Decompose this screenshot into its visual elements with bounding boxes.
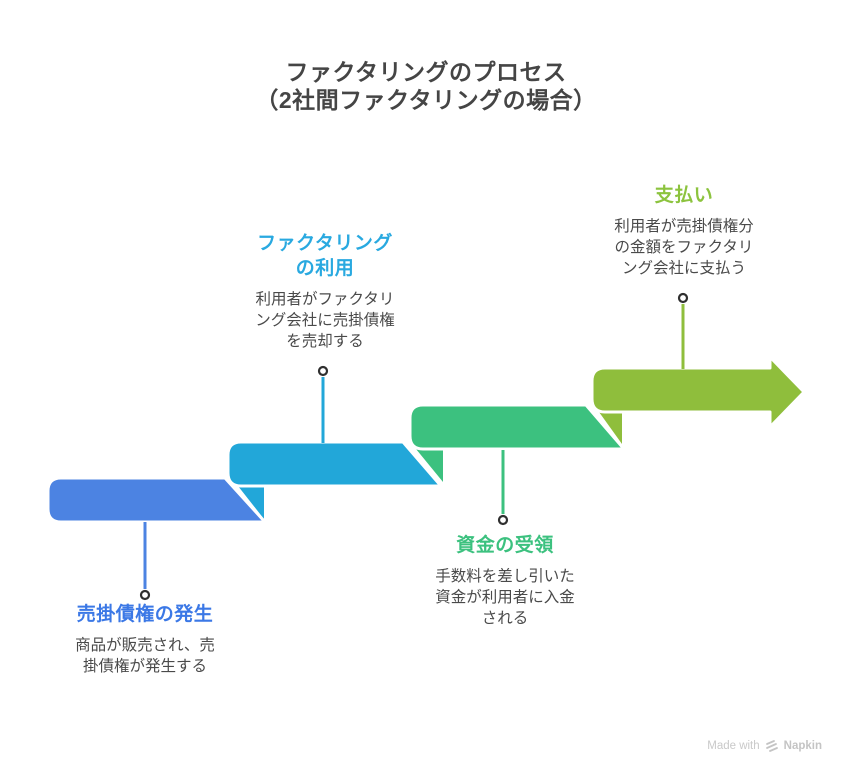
connector-dot-step-3: [497, 514, 509, 526]
step-3-heading: 資金の受領: [456, 535, 554, 556]
napkin-watermark[interactable]: Made with Napkin: [707, 739, 822, 752]
fold-triangle-step-3: [416, 449, 443, 482]
step-3-block: 資金の受領 手数料を差し引いた 資金が利用者に入金 される: [395, 533, 615, 629]
connector-dot-step-2: [317, 365, 329, 377]
step-1-heading: 売掛債権の発生: [76, 604, 214, 625]
step-4-block: 支払い 利用者が売掛債権分 の金額をファクタリ ング会社に支払う: [574, 183, 794, 279]
ribbon-step-1: [46, 476, 267, 524]
step-1-block: 売掛債権の発生 商品が販売され、売 掛債権が発生する: [35, 602, 255, 677]
step-4-description: 利用者が売掛債権分 の金額をファクタリ ング会社に支払う: [614, 218, 754, 277]
connector-dot-step-1: [139, 589, 151, 601]
step-4-heading: 支払い: [654, 185, 714, 206]
napkin-logo-icon: [765, 739, 779, 752]
ribbon-step-2: [226, 440, 443, 488]
connector-dot-step-4: [677, 292, 689, 304]
footer-brand-label: Napkin: [783, 739, 822, 752]
step-1-description: 商品が販売され、売 掛債権が発生する: [75, 637, 215, 675]
ribbon-step-4-arrow: [590, 355, 806, 429]
fold-triangle-step-2: [238, 486, 264, 519]
step-2-block: ファクタリング の利用 利用者がファクタリ ング会社に売掛債権 を売却する: [215, 231, 435, 352]
page-title: ファクタリングのプロセス （2社間ファクタリングの場合）: [255, 59, 597, 113]
step-3-description: 手数料を差し引いた 資金が利用者に入金 される: [435, 568, 575, 627]
fold-triangle-step-4: [599, 412, 622, 444]
ribbon-step-3: [408, 403, 626, 451]
footer-made-with-label: Made with: [707, 739, 760, 752]
step-2-heading: ファクタリング の利用: [257, 233, 393, 279]
step-2-description: 利用者がファクタリ ング会社に売掛債権 を売却する: [255, 291, 395, 350]
